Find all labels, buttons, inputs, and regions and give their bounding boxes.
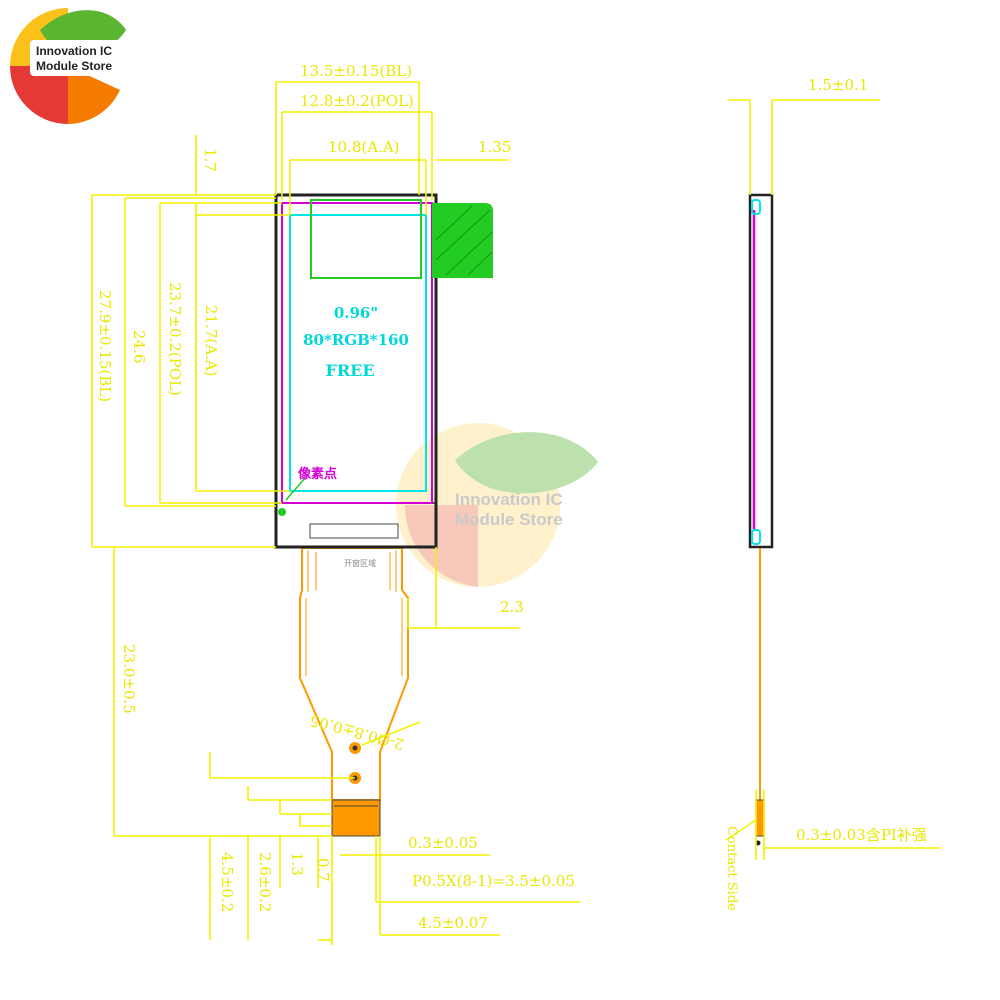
dim-contact-side: Contact Side [724, 826, 739, 911]
dim-07: 0.7 [314, 858, 332, 882]
fpc-tail: 开窗区域 [299, 547, 409, 837]
display-front-view: 像素点 0.96" 80*RGB*160 FREE [274, 193, 493, 549]
fpc-hole-1-center [352, 745, 358, 751]
watermark-line2: Module Store [455, 510, 563, 529]
logo-red-segment [10, 66, 68, 124]
dim-side-stiffener: 0.3±0.03含PI补强 [796, 826, 927, 844]
logo-text-plate [30, 40, 122, 76]
dim-pol-width: 12.8±0.2(POL) [300, 92, 414, 110]
dim-finger-width: 4.5±0.07 [418, 914, 488, 932]
dim-bl-height: 27.9±0.15(BL) [96, 290, 114, 402]
dim-right-offset: 1.35 [478, 138, 511, 156]
logo-line1: Innovation IC [36, 44, 112, 58]
watermark-leaf-icon [455, 432, 598, 494]
side-body-outline [748, 193, 774, 549]
pixel-origin-dot [278, 508, 286, 516]
dim-side-thickness: 1.5±0.1 [808, 76, 868, 94]
green-window-outline [310, 199, 422, 279]
dim-aa-width: 10.8(A.A) [328, 138, 400, 156]
watermark-line1: Innovation IC [455, 490, 563, 509]
dim-pin-thickness: 0.3±0.05 [408, 834, 478, 852]
polarizer-outline [281, 202, 433, 504]
fpc-gold-fingers [331, 799, 381, 837]
green-block [432, 203, 493, 278]
logo-orange-segment [68, 66, 120, 124]
dim-pitch: P0.5X(8-1)=3.5±0.05 [412, 872, 575, 890]
backlight-outline [274, 193, 438, 549]
dim-13: 1.3 [288, 852, 306, 876]
dim-pol-height: 23.7±0.2(POL) [166, 282, 184, 396]
dimension-lines [91, 81, 940, 945]
active-area-outline [289, 214, 427, 492]
dimension-labels: 13.5±0.15(BL) 12.8±0.2(POL) 10.8(A.A) 1.… [96, 62, 927, 932]
fpc-inner-lines [305, 550, 403, 676]
side-stiffener [755, 799, 765, 837]
ic-chip [309, 523, 399, 539]
dim-45: 4.5±0.2 [218, 852, 236, 912]
dim-aa-height: 21.7(A.A) [202, 305, 220, 377]
brand-logo: Innovation IC Module Store [10, 8, 126, 124]
dim-fpc-offset: 2.3 [500, 598, 524, 616]
dim-height-246: 24.6 [130, 330, 148, 363]
side-top-cap [751, 199, 761, 215]
display-side-view [748, 193, 774, 846]
green-block-hatch [435, 205, 493, 276]
watermark-red-segment [404, 505, 478, 587]
logo-line2: Module Store [36, 59, 112, 73]
dim-bl-width: 13.5±0.15(BL) [300, 62, 412, 80]
dim-26: 2.6±0.2 [256, 852, 274, 912]
fpc-window-label: 开窗区域 [344, 558, 376, 568]
panel-free-label: FREE [325, 361, 374, 380]
dim-fpc-length: 23.0±0.5 [120, 644, 138, 714]
dim-top-offset: 1.7 [201, 148, 219, 172]
panel-resolution-label: 80*RGB*160 [303, 331, 409, 349]
panel-size-label: 0.96" [334, 304, 378, 322]
pixel-origin-leader [285, 477, 306, 501]
side-bottom-cap [751, 529, 761, 545]
pixel-origin-label: 像素点 [298, 466, 337, 482]
watermark: Innovation IC Module Store [396, 423, 598, 587]
